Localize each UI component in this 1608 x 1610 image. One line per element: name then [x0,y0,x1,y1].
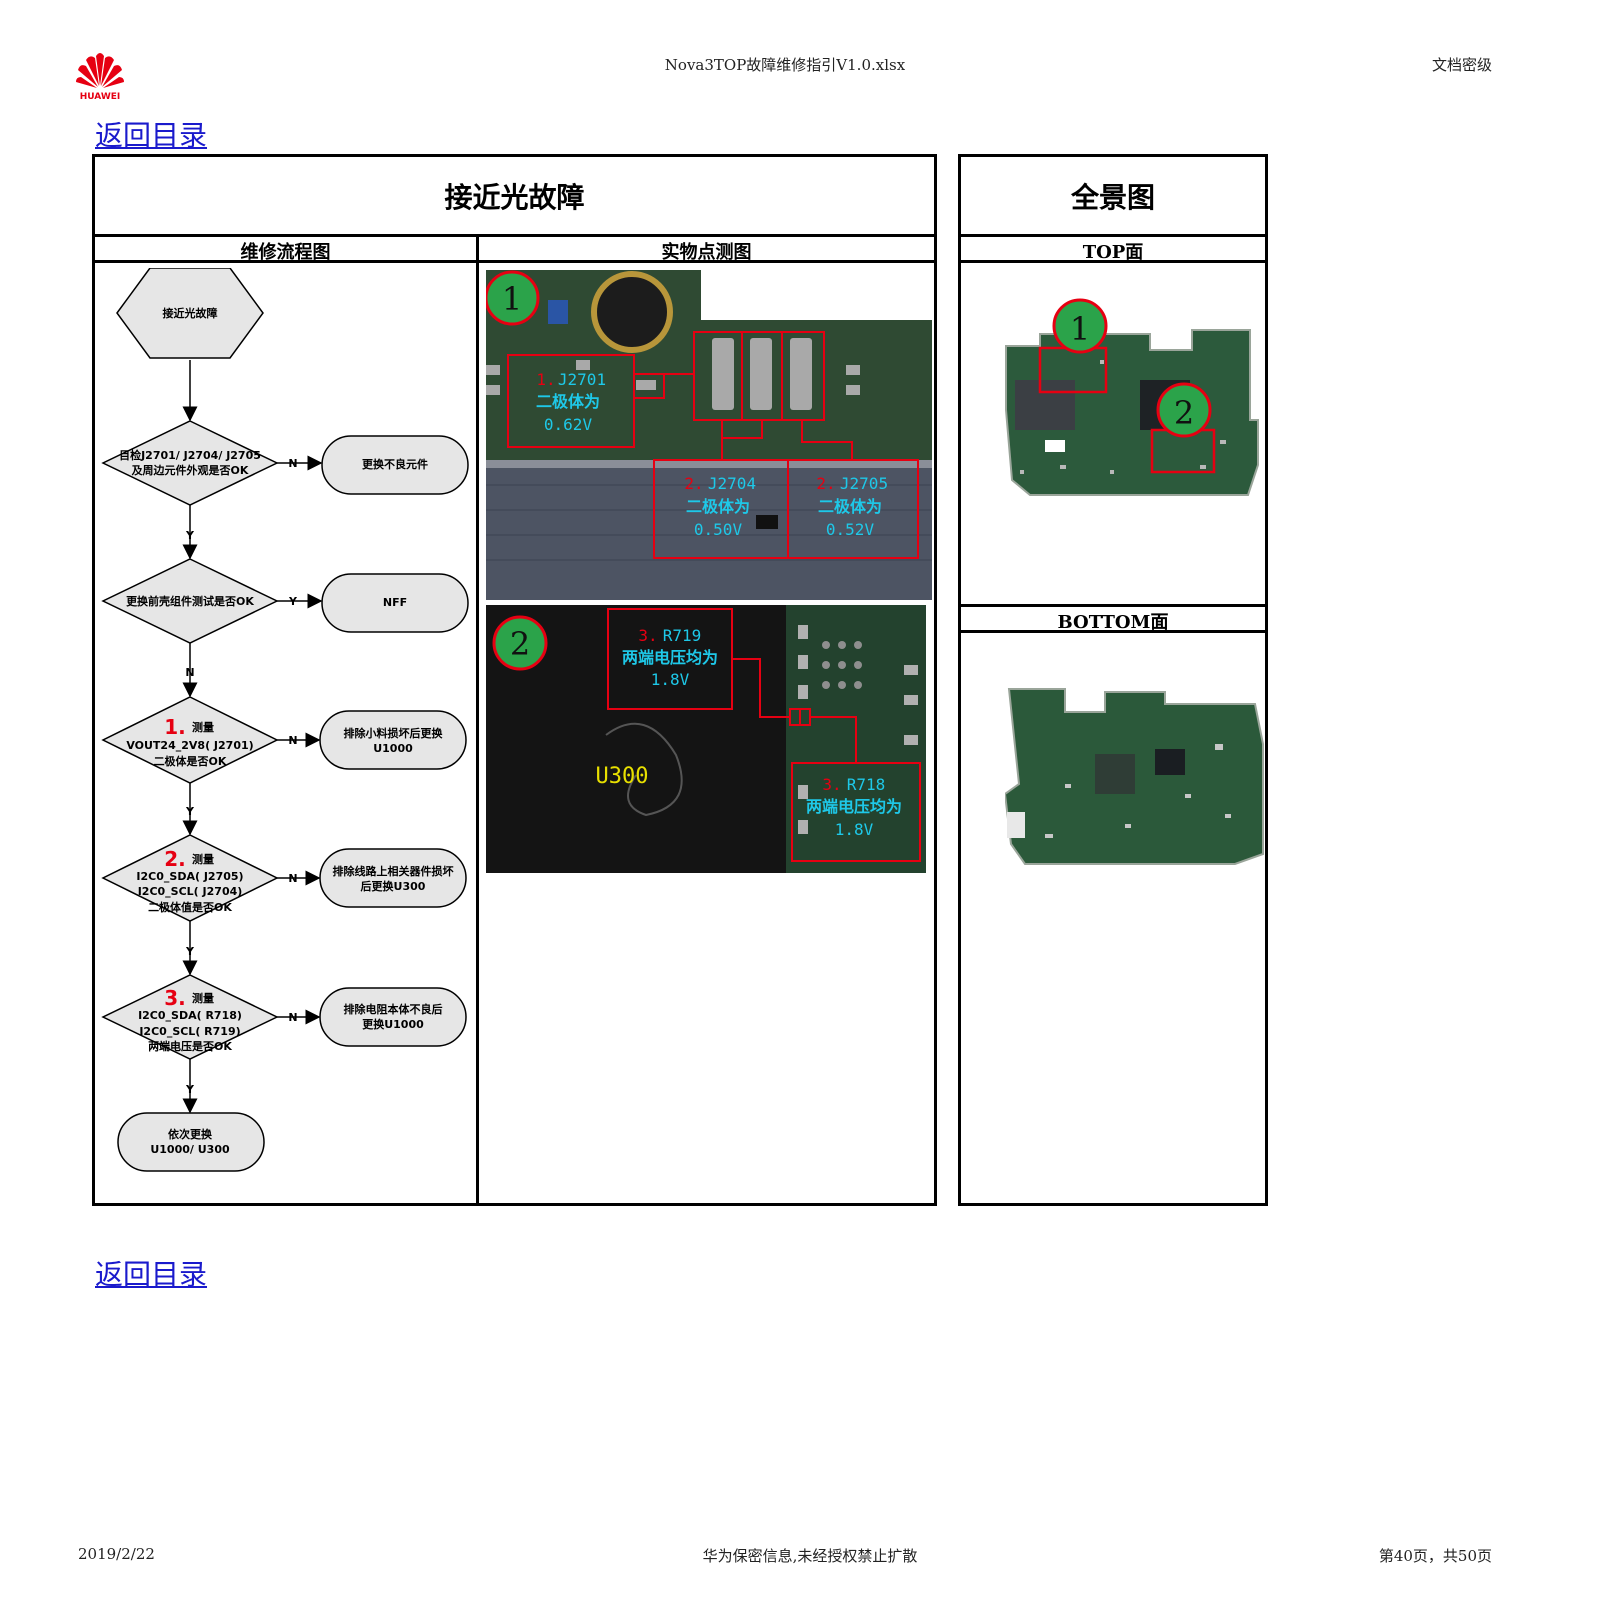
svg-text:1.8V: 1.8V [835,820,874,839]
panorama-title: 全景图 [1070,181,1155,214]
footer-date: 2019/2/22 [78,1545,155,1563]
svg-text:Y: Y [185,1083,195,1096]
svg-text:J2705: J2705 [840,474,888,493]
board-top-photo: 1 2 [1000,290,1260,510]
svg-text:3.: 3. [638,626,657,645]
svg-text:二极体为: 二极体为 [536,392,600,411]
main-title: 接近光故障 [444,181,585,214]
svg-text:排除电阻本体不良后: 排除电阻本体不良后 [344,1002,443,1016]
svg-text:测量: 测量 [192,720,214,734]
svg-text:排除线路上相关器件损坏: 排除线路上相关器件损坏 [333,864,454,878]
flow-decision-3 [101,696,279,784]
flow-result-5 [319,987,467,1047]
svg-text:测量: 测量 [192,852,214,866]
footer-page: 第40页，共50页 [1378,1547,1492,1565]
flow-decision-4 [101,834,279,922]
svg-text:依次更换: 依次更换 [168,1127,213,1141]
svg-text:3.: 3. [822,775,841,794]
svg-text:后更换U300: 后更换U300 [361,879,426,893]
brand-text: HUAWEI [79,92,121,102]
svg-text:Y: Y [185,805,195,818]
flow-start [116,268,264,359]
svg-text:J2704: J2704 [708,474,756,493]
top-face-label: TOP面 [1082,242,1144,263]
svg-text:Y: Y [288,595,298,608]
svg-text:两端电压均为: 两端电压均为 [806,797,902,816]
svg-text:测量: 测量 [192,991,214,1005]
huawei-logo: HUAWEI [74,50,126,102]
svg-text:U1000: U1000 [373,742,413,755]
svg-text:2: 2 [1174,394,1194,432]
svg-text:I2C0_SCL( R719): I2C0_SCL( R719) [139,1025,240,1038]
svg-text:1: 1 [1070,310,1090,348]
svg-text:1.8V: 1.8V [651,670,690,689]
doc-title: Nova3TOP故障维修指引V1.0.xlsx [664,56,906,74]
svg-text:排除小料损坏后更换: 排除小料损坏后更换 [344,726,444,740]
svg-text:2.: 2. [164,847,186,871]
repair-flowchart: 接近光故障 目检J2701/ J2704/ J2705 及周边元件外观是否OK … [101,268,469,1172]
svg-text:3.: 3. [164,986,186,1010]
footer-notice: 华为保密信息,未经授权禁止扩散 [702,1547,918,1565]
col-flow-header: 维修流程图 [240,242,331,263]
svg-text:0.50V: 0.50V [694,520,743,539]
svg-text:J2701: J2701 [558,370,606,389]
svg-text:更换前壳组件测试是否OK: 更换前壳组件测试是否OK [126,594,254,608]
svg-text:目检J2701/ J2704/ J2705: 目检J2701/ J2704/ J2705 [119,448,261,462]
measure-photo-2: 2 U300 3. R719 两端电压均为 1.8V 3. R718 两端电压均… [486,605,926,873]
svg-text:更换U1000: 更换U1000 [362,1017,424,1031]
svg-text:2.: 2. [816,474,835,493]
svg-text:及周边元件外观是否OK: 及周边元件外观是否OK [132,463,249,477]
svg-text:NFF: NFF [383,596,407,609]
flow-result-1 [321,435,469,495]
svg-text:二极体为: 二极体为 [818,497,882,516]
back-link-bottom[interactable]: 返回目录 [95,1258,208,1291]
main-table [92,154,937,1206]
flow-result-3 [319,710,467,770]
svg-text:二极体为: 二极体为 [686,497,750,516]
svg-text:二极体值是否OK: 二极体值是否OK [148,900,232,914]
flow-decision-1 [101,420,279,506]
svg-text:R718: R718 [847,775,886,794]
svg-text:U300: U300 [596,764,649,789]
svg-text:N: N [288,872,297,885]
flow-decision-2 [101,558,279,644]
svg-text:Y: Y [185,945,195,958]
svg-text:I2C0_SDA( J2705): I2C0_SDA( J2705) [136,870,243,883]
svg-text:I2C0_SDA( R718): I2C0_SDA( R718) [138,1009,242,1022]
flow-decision-5 [101,974,279,1060]
svg-text:1.: 1. [536,370,555,389]
svg-text:2: 2 [510,625,530,663]
svg-text:VOUT24_2V8( J2701): VOUT24_2V8( J2701) [126,739,253,752]
measure-photo-1: 1 1. J2701 二极体为 0.62V 2. J2704 二极体为 0.50… [486,270,932,600]
svg-text:2.: 2. [684,474,703,493]
classification: 文档密级 [1431,56,1492,74]
svg-text:0.62V: 0.62V [544,415,593,434]
svg-text:R719: R719 [663,626,702,645]
svg-text:N: N [288,1011,297,1024]
svg-text:更换不良元件: 更换不良元件 [362,457,428,471]
svg-text:接近光故障: 接近光故障 [163,306,218,320]
svg-text:Y: Y [185,529,195,542]
svg-text:N: N [288,734,297,747]
svg-text:N: N [185,666,194,679]
svg-text:1: 1 [502,280,522,318]
svg-text:I2C0_SCL( J2704): I2C0_SCL( J2704) [138,885,243,898]
svg-text:二极体是否OK: 二极体是否OK [154,754,227,768]
svg-text:两端电压是否OK: 两端电压是否OK [148,1039,232,1053]
svg-text:1.: 1. [164,715,186,739]
flow-end [117,1112,265,1172]
col-photo-header: 实物点测图 [661,242,752,263]
flow-result-4 [319,848,467,908]
svg-text:0.52V: 0.52V [826,520,875,539]
flow-result-2 [321,573,469,633]
svg-text:两端电压均为: 两端电压均为 [622,648,718,667]
back-link-top[interactable]: 返回目录 [95,119,208,152]
svg-text:N: N [288,457,297,470]
svg-text:U1000/ U300: U1000/ U300 [150,1143,230,1156]
board-bottom-photo [1005,684,1265,868]
panorama-table [958,154,1268,1206]
bottom-face-label: BOTTOM面 [1057,612,1169,633]
